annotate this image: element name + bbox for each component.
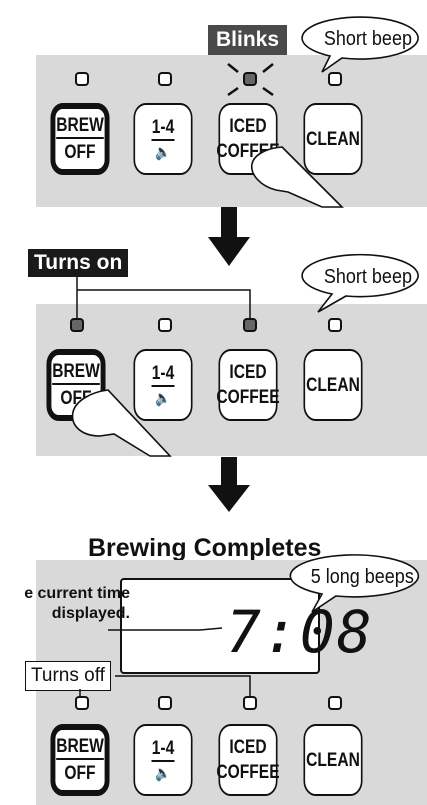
off-label: OFF	[64, 142, 96, 163]
coffee-label: COFFEE	[216, 387, 280, 408]
iced-label: ICED	[229, 116, 267, 137]
clean-button[interactable]: CLEAN	[303, 103, 363, 175]
1-4-mute-button[interactable]: 1-4 🔈	[133, 103, 193, 175]
iced-label: ICED	[229, 737, 267, 758]
iced-coffee-button[interactable]: ICED COFFEE	[216, 349, 280, 421]
led-1-4	[158, 696, 172, 710]
coffee-label: COFFEE	[216, 762, 280, 783]
bubble-3-shape	[289, 554, 420, 613]
iced-coffee-button[interactable]: ICED COFFEE	[216, 103, 280, 175]
blinks-callout: Blinks	[208, 25, 288, 55]
short-beep-bubble-2: Short beep	[323, 265, 413, 288]
off-label: OFF	[64, 763, 96, 784]
led-1-4	[158, 72, 172, 86]
turns-on-callout: Turns on	[28, 249, 129, 277]
led-iced-coffee-off	[243, 696, 257, 710]
display-time: 7:08	[226, 598, 374, 666]
speech-bubble-shapes	[289, 16, 420, 613]
led-1-4	[158, 318, 172, 332]
mute-speaker-icon: 🔈	[155, 765, 171, 782]
turns-on-leader-lines	[76, 277, 251, 318]
brewing-completes-heading: Brewing Completes	[88, 534, 322, 562]
1-4-label: 1-4	[151, 364, 175, 387]
1-4-label: 1-4	[151, 739, 175, 762]
brew-off-button[interactable]: BREW OFF	[50, 724, 110, 796]
bubble-2-shape	[301, 253, 419, 313]
iced-coffee-button[interactable]: ICED COFFEE	[216, 724, 280, 796]
finger-press-icon	[251, 146, 344, 208]
1-4-mute-button[interactable]: 1-4 🔈	[133, 724, 193, 796]
short-beep-bubble-1: Short beep	[323, 27, 413, 50]
brew-label: BREW	[56, 737, 104, 760]
brew-label: BREW	[52, 362, 100, 385]
finger-press-icon	[71, 389, 172, 457]
clean-button[interactable]: CLEAN	[303, 724, 363, 796]
brew-label: BREW	[56, 116, 104, 139]
led-brew-off	[75, 72, 89, 86]
led-clean	[328, 696, 342, 710]
led-clean	[328, 318, 342, 332]
turns-off-leader-lines	[79, 627, 251, 696]
led-clean	[328, 72, 342, 86]
clock-display	[120, 578, 320, 674]
down-arrow-icon-2	[208, 457, 250, 512]
led-brew-off-on	[70, 318, 84, 332]
led-iced-coffee-blinking	[243, 72, 257, 86]
bubble-1-shape	[301, 16, 419, 73]
mute-speaker-icon: 🔈	[155, 144, 171, 161]
clean-button[interactable]: CLEAN	[303, 349, 363, 421]
1-4-label: 1-4	[151, 118, 175, 141]
iced-label: ICED	[229, 362, 267, 383]
1-4-mute-button[interactable]: 1-4 🔈	[133, 349, 193, 421]
turns-off-callout: Turns off	[25, 661, 111, 691]
led-brew-off-off	[75, 696, 89, 710]
five-long-beeps-bubble: 5 long beeps	[310, 565, 414, 588]
clean-label: CLEAN	[306, 128, 360, 150]
blink-rays-icon	[227, 63, 274, 97]
led-iced-coffee-on	[243, 318, 257, 332]
down-arrow-icon-1	[208, 207, 250, 266]
mute-speaker-icon: 🔈	[155, 390, 171, 407]
current-time-label: e current time displayed.	[24, 585, 130, 622]
clean-label: CLEAN	[306, 749, 360, 771]
brew-off-button[interactable]: BREW OFF	[50, 103, 110, 175]
clean-label: CLEAN	[306, 374, 360, 396]
